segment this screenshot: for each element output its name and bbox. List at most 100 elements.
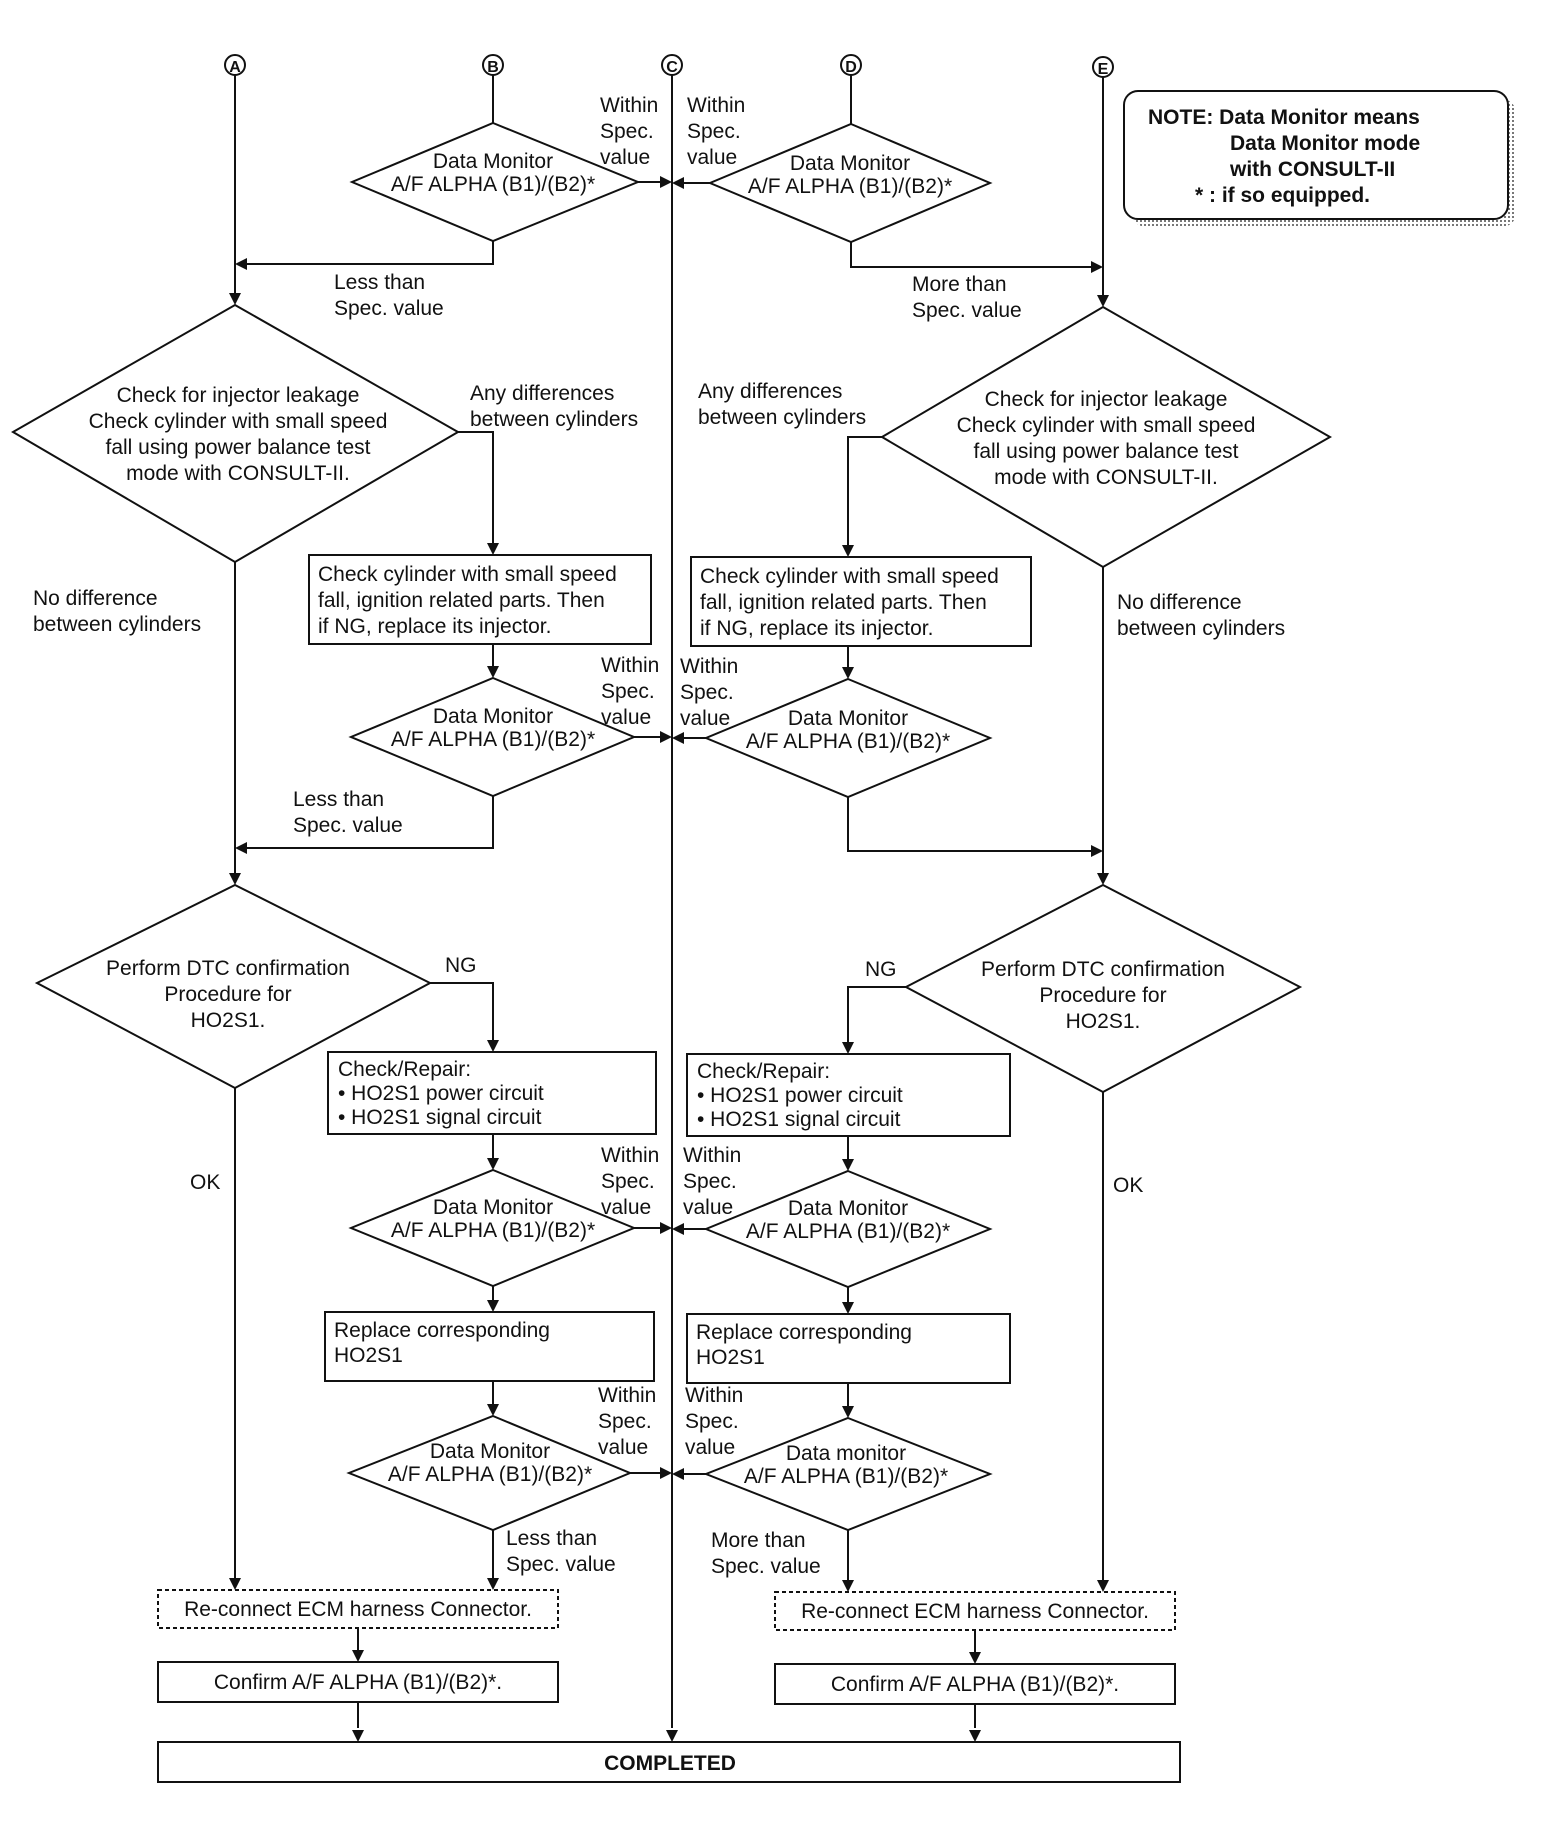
arrow-r4-to-c xyxy=(672,1468,706,1480)
svg-text:if NG, replace its injector.: if NG, replace its injector. xyxy=(700,617,933,640)
ok-label-right: OK xyxy=(1113,1174,1143,1197)
svg-text:A: A xyxy=(229,59,241,76)
within-spec-label-r2: Within Spec. value xyxy=(680,655,738,730)
svg-text:fall using power balance test: fall using power balance test xyxy=(106,436,371,459)
svg-text:value: value xyxy=(683,1196,733,1219)
decision-data-monitor-l3: Data Monitor A/F ALPHA (B1)/(B2)* xyxy=(348,1168,637,1288)
svg-text:value: value xyxy=(685,1436,735,1459)
box-check-repair-left: Check/Repair: • HO2S1 power circuit • HO… xyxy=(327,1051,657,1135)
svg-text:Check for injector leakage: Check for injector leakage xyxy=(985,388,1228,411)
arrow-to-r2 xyxy=(842,646,854,679)
svg-text:Check cylinder with small spee: Check cylinder with small speed xyxy=(957,414,1256,437)
svg-text:Spec.: Spec. xyxy=(687,120,741,143)
svg-text:• HO2S1 signal circuit: • HO2S1 signal circuit xyxy=(697,1108,901,1131)
svg-text:NG: NG xyxy=(865,958,897,981)
svg-text:A/F ALPHA (B1)/(B2)*: A/F ALPHA (B1)/(B2)* xyxy=(744,1465,948,1488)
svg-text:Spec. value: Spec. value xyxy=(506,1553,616,1576)
svg-text:Less than: Less than xyxy=(293,788,384,811)
svg-text:if NG, replace its injector.: if NG, replace its injector. xyxy=(318,615,551,638)
trunk-line-c xyxy=(666,75,678,1742)
svg-text:Data Monitor: Data Monitor xyxy=(433,1196,553,1219)
svg-text:Within: Within xyxy=(601,654,659,677)
svg-text:Any differences: Any differences xyxy=(698,380,842,403)
svg-text:Perform DTC confirmation: Perform DTC confirmation xyxy=(106,957,350,980)
no-difference-label-right: No difference between cylinders xyxy=(1117,591,1285,640)
svg-text:Spec. value: Spec. value xyxy=(334,297,444,320)
box-check-repair-right: Check/Repair: • HO2S1 power circuit • HO… xyxy=(686,1053,1011,1137)
svg-text:B: B xyxy=(487,59,499,76)
within-spec-label-r1: Within Spec. value xyxy=(687,94,745,169)
arrow-l2-to-a xyxy=(235,796,494,854)
svg-text:D: D xyxy=(845,59,857,76)
arrow-to-confirm-left xyxy=(352,1628,364,1662)
svg-text:mode with CONSULT-II.: mode with CONSULT-II. xyxy=(994,466,1218,489)
svg-text:NOTE: Data Monitor means: NOTE: Data Monitor means xyxy=(1148,106,1420,129)
arrow-to-check-cylinder-left xyxy=(458,431,499,555)
connector-a: A xyxy=(224,54,246,76)
svg-text:More than: More than xyxy=(711,1529,806,1552)
svg-text:Within: Within xyxy=(685,1384,743,1407)
svg-text:Within: Within xyxy=(598,1384,656,1407)
svg-text:Check cylinder with small spee: Check cylinder with small speed xyxy=(700,565,999,588)
svg-text:Spec.: Spec. xyxy=(680,681,734,704)
arrow-to-r3 xyxy=(842,1136,854,1171)
svg-text:Data Monitor: Data Monitor xyxy=(433,705,553,728)
less-than-label-l4: Less than Spec. value xyxy=(506,1527,616,1576)
svg-text:between cylinders: between cylinders xyxy=(33,613,201,636)
svg-text:E: E xyxy=(1098,61,1109,78)
svg-text:Replace corresponding: Replace corresponding xyxy=(334,1319,550,1342)
decision-injector-leak-right: Check for injector leakage Check cylinde… xyxy=(880,305,1333,569)
svg-text:Re-connect ECM harness Connect: Re-connect ECM harness Connector. xyxy=(801,1600,1149,1623)
svg-text:A/F ALPHA (B1)/(B2)*: A/F ALPHA (B1)/(B2)* xyxy=(746,1220,950,1243)
within-spec-label-l4: Within Spec. value xyxy=(598,1384,656,1459)
svg-text:fall, ignition related parts.: fall, ignition related parts. Then xyxy=(318,589,605,612)
within-spec-label-l3: Within Spec. value xyxy=(601,1144,659,1219)
arrow-to-check-cylinder-right xyxy=(842,436,882,557)
svg-text:A/F ALPHA (B1)/(B2)*: A/F ALPHA (B1)/(B2)* xyxy=(391,173,595,196)
svg-text:Confirm A/F ALPHA (B1)/(B2)*.: Confirm A/F ALPHA (B1)/(B2)*. xyxy=(214,1671,502,1694)
svg-text:Spec. value: Spec. value xyxy=(711,1555,821,1578)
decision-dtc-right: Perform DTC confirmation Procedure for H… xyxy=(903,883,1303,1094)
ng-label-left: NG xyxy=(445,954,477,977)
arrow-to-replace-right xyxy=(842,1287,854,1314)
box-confirm-left: Confirm A/F ALPHA (B1)/(B2)*. xyxy=(157,1661,559,1703)
svg-text:• HO2S1 signal circuit: • HO2S1 signal circuit xyxy=(338,1106,542,1129)
decision-data-monitor-l4: Data Monitor A/F ALPHA (B1)/(B2)* xyxy=(346,1414,633,1532)
svg-text:No difference: No difference xyxy=(1117,591,1242,614)
svg-text:value: value xyxy=(680,707,730,730)
svg-text:OK: OK xyxy=(190,1171,220,1194)
svg-text:with CONSULT-II: with CONSULT-II xyxy=(1229,158,1395,181)
svg-text:mode with CONSULT-II.: mode with CONSULT-II. xyxy=(126,462,350,485)
arrow-to-replace-left xyxy=(487,1286,499,1312)
flow-line-b xyxy=(235,75,494,270)
svg-text:Re-connect ECM harness Connect: Re-connect ECM harness Connector. xyxy=(184,1598,532,1621)
flow-line-d xyxy=(850,75,1103,273)
svg-text:HO2S1: HO2S1 xyxy=(696,1346,765,1369)
no-difference-label-left: No difference between cylinders xyxy=(33,587,201,636)
svg-text:COMPLETED: COMPLETED xyxy=(604,1752,736,1775)
arrow-to-check-repair-left xyxy=(430,982,499,1052)
svg-text:Perform DTC confirmation: Perform DTC confirmation xyxy=(981,958,1225,981)
box-completed: COMPLETED xyxy=(157,1741,1181,1783)
svg-text:Data monitor: Data monitor xyxy=(786,1442,906,1465)
svg-text:A/F ALPHA (B1)/(B2)*: A/F ALPHA (B1)/(B2)* xyxy=(391,1219,595,1242)
svg-text:fall using power balance test: fall using power balance test xyxy=(974,440,1239,463)
arrow-to-completed-right xyxy=(969,1704,981,1742)
arrow-to-l2 xyxy=(487,644,499,678)
svg-text:value: value xyxy=(598,1436,648,1459)
svg-text:Replace corresponding: Replace corresponding xyxy=(696,1321,912,1344)
decision-dtc-left: Perform DTC confirmation Procedure for H… xyxy=(34,883,433,1090)
svg-text:NG: NG xyxy=(445,954,477,977)
svg-text:Within: Within xyxy=(600,94,658,117)
arrow-r2-to-e xyxy=(847,797,1103,857)
less-than-label-l2: Less than Spec. value xyxy=(293,788,403,837)
svg-text:value: value xyxy=(601,1196,651,1219)
any-differences-label-left: Any differences between cylinders xyxy=(470,382,638,431)
svg-text:Procedure for: Procedure for xyxy=(164,983,291,1006)
svg-text:Data Monitor: Data Monitor xyxy=(430,1440,550,1463)
ok-label-left: OK xyxy=(190,1171,220,1194)
connector-d: D xyxy=(840,54,862,76)
svg-text:Any differences: Any differences xyxy=(470,382,614,405)
svg-text:HO2S1.: HO2S1. xyxy=(1066,1010,1141,1033)
